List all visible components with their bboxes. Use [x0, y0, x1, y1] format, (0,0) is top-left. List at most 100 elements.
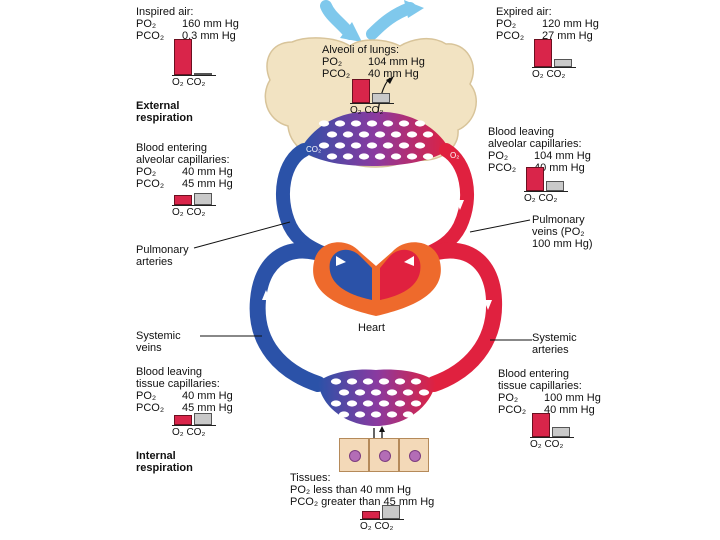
gauge-axis	[172, 75, 216, 76]
po2-value: 104 mm Hg	[368, 56, 425, 68]
capillary-gap	[370, 411, 382, 418]
gauge-axis	[530, 437, 574, 438]
systemic-artery-vessel	[394, 242, 503, 392]
line1: Pulmonary	[136, 244, 189, 256]
cell-nucleus	[349, 450, 361, 462]
po2-label: PO₂	[496, 18, 517, 30]
pco2-label: PCO₂	[136, 178, 165, 190]
po2-label: PO₂	[488, 150, 509, 162]
pco2-value: 45 mm Hg	[182, 402, 233, 414]
line2: veins (PO₂	[532, 226, 585, 238]
capillary-gap	[374, 131, 386, 138]
line2: respiration	[136, 462, 193, 474]
gauge-axis	[350, 103, 394, 104]
tissue-capillary-mesh	[330, 378, 430, 418]
po2-value: 104 mm Hg	[534, 150, 591, 162]
capillary-gap	[390, 131, 402, 138]
capillary-gap	[346, 378, 358, 385]
line2: arteries	[136, 256, 173, 268]
po2-value: 40 mm Hg	[182, 390, 233, 402]
capillary-gap	[326, 131, 338, 138]
systemic-arteries-label: Systemic arteries	[532, 332, 577, 356]
heart-shape	[313, 242, 441, 316]
alveoli-gauge: O₂ CO₂	[350, 79, 394, 116]
gauge-axis	[172, 425, 216, 426]
gauge-axis-label: O₂ CO₂	[172, 207, 206, 218]
inspired-air-title: Inspired air:	[136, 6, 194, 18]
co2-level-bar	[194, 413, 212, 425]
capillary-gap	[386, 411, 398, 418]
tissue-cell	[369, 438, 399, 472]
gauge-axis-label: O₂ CO₂	[172, 77, 206, 88]
blood-entering-alveolar-gauge: O₂ CO₂	[172, 193, 216, 218]
capillary-gap	[398, 142, 410, 149]
o2-level-bar	[534, 39, 552, 67]
capillary-gap	[350, 142, 362, 149]
pco2-value: 40 mm Hg	[544, 404, 595, 416]
capillary-gap	[326, 153, 338, 160]
capillary-gap	[338, 411, 350, 418]
capillary-gap	[418, 411, 430, 418]
blood-leaving-tissue-gauge: O₂ CO₂	[172, 413, 216, 438]
capillary-gap	[362, 378, 374, 385]
capillary-gap	[346, 400, 358, 407]
co2-level-bar	[194, 73, 212, 75]
capillary-gap	[386, 389, 398, 396]
capillary-gap	[370, 389, 382, 396]
po2-label: PO₂	[136, 166, 157, 178]
po2-label: PO₂	[498, 392, 519, 404]
expired-air-arrowhead	[404, 0, 424, 18]
external-respiration-label: External respiration	[136, 100, 193, 124]
capillary-gap	[354, 389, 366, 396]
capillary-gap	[330, 378, 342, 385]
line2: tissue capillaries:	[136, 378, 220, 390]
o2-level-bar	[526, 167, 544, 191]
capillary-gap	[402, 389, 414, 396]
capillary-gap	[418, 389, 430, 396]
co2-level-bar	[382, 505, 400, 519]
capillary-gap	[394, 400, 406, 407]
line2: arteries	[532, 344, 569, 356]
capillary-gap	[358, 131, 370, 138]
pco2-value: 40 mm Hg	[534, 162, 585, 174]
po2-label: PO₂	[322, 56, 343, 68]
external-respiration-line2: respiration	[136, 112, 193, 124]
co2-level-bar	[194, 193, 212, 205]
expired-air-title: Expired air:	[496, 6, 552, 18]
pco2-value: 45 mm Hg	[182, 178, 233, 190]
pulmonary-arteries-label: Pulmonary arteries	[136, 244, 189, 268]
blood-entering-tissue-gauge: O₂ CO₂	[530, 413, 574, 450]
gauge-axis-label: O₂ CO₂	[350, 105, 384, 116]
alveoli-title: Alveoli of lungs:	[322, 44, 400, 56]
tissue-cell	[399, 438, 429, 472]
pco2-label: PCO₂	[136, 402, 165, 414]
capillary-gap	[342, 153, 354, 160]
gauge-axis	[360, 519, 404, 520]
co2-level-bar	[372, 93, 390, 103]
capillary-gap	[318, 142, 330, 149]
gauge-axis-label: O₂ CO₂	[524, 193, 558, 204]
blood-leaving-alveolar-gauge: O₂ CO₂	[524, 167, 568, 204]
gauge-axis	[532, 67, 576, 68]
o2-level-bar	[362, 511, 380, 519]
line1: Blood entering	[498, 368, 569, 380]
co2-level-bar	[546, 181, 564, 191]
capillary-gap	[422, 131, 434, 138]
gauge-axis-label: O₂ CO₂	[360, 521, 394, 532]
inspired-air-gauge: O₂ CO₂	[172, 39, 216, 88]
capillary-gap	[410, 400, 422, 407]
line2: alveolar capillaries:	[488, 138, 582, 150]
line3: 100 mm Hg)	[532, 238, 593, 250]
pco2-value: 27 mm Hg	[542, 30, 593, 42]
cell-nucleus	[409, 450, 421, 462]
po2-value: 160 mm Hg	[182, 18, 239, 30]
tissues-line2: PCO₂ greater than 45 mm Hg	[290, 496, 435, 508]
gauge-axis-label: O₂ CO₂	[172, 427, 206, 438]
capillary-gap	[374, 153, 386, 160]
capillary-gap	[382, 120, 394, 127]
pco2-value: 0.3 mm Hg	[182, 30, 236, 42]
